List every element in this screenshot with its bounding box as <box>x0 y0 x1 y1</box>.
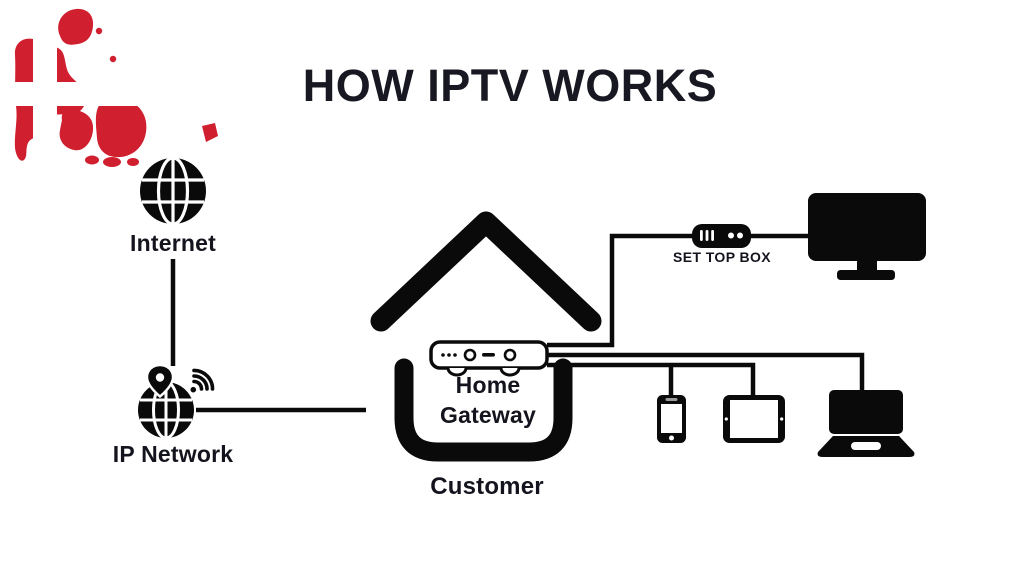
tv-icon <box>808 193 926 280</box>
customer-label: Customer <box>430 473 544 500</box>
internet-label: Internet <box>130 230 216 256</box>
set-top-box-label: SET TOP BOX <box>672 249 772 265</box>
ip-network-icon <box>138 363 215 440</box>
link-gateway-tablet <box>547 362 756 397</box>
home-gateway-label: Home Gateway <box>439 372 536 428</box>
denmark-flag-map-icon <box>0 0 218 170</box>
location-pin-icon <box>145 363 175 399</box>
set-top-box-icon <box>692 224 751 248</box>
wifi-icon <box>190 368 215 393</box>
laptop-icon <box>817 390 915 457</box>
tablet-icon <box>723 395 785 443</box>
smartphone-icon <box>657 395 686 443</box>
page-title: HOW IPTV WORKS <box>302 60 718 111</box>
link-gateway-laptop <box>547 352 865 390</box>
internet-globe-icon <box>140 156 206 226</box>
house-walls <box>394 358 573 462</box>
ip-network-label: IP Network <box>112 441 234 467</box>
router-icon <box>429 340 549 377</box>
house-roof <box>370 211 602 332</box>
